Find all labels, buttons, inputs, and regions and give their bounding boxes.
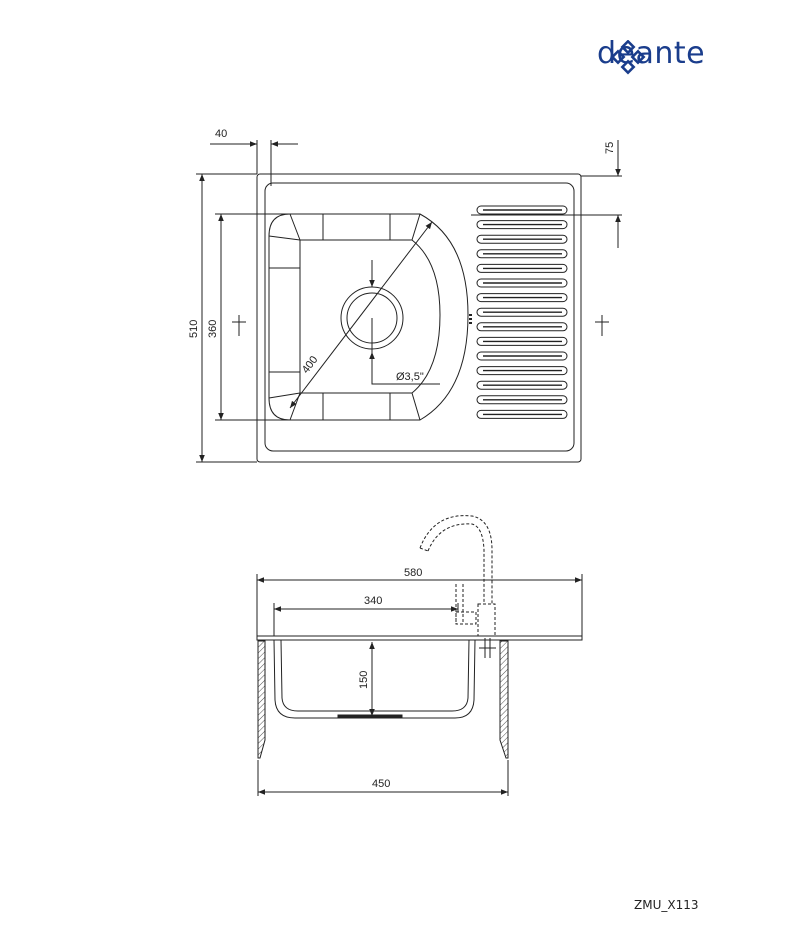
drainboard-rib	[476, 249, 568, 259]
overflow-slots	[469, 314, 472, 324]
dim-drain: Ø3,5"	[396, 371, 424, 383]
drainboard-rib	[476, 307, 568, 317]
dim-bowl-height: 150	[358, 671, 370, 689]
deante-flower-logo-icon	[610, 40, 646, 75]
drainboard-rib	[476, 366, 568, 376]
drainboard-rib	[476, 380, 568, 390]
sink-outline	[256, 173, 582, 463]
drainboard-rib	[476, 205, 568, 215]
side-view-labels: 580 340 150 450	[358, 567, 422, 790]
drainboard-rib	[476, 322, 568, 332]
dim-diagonal-line	[289, 221, 433, 409]
countertop	[256, 635, 583, 641]
top-view-labels: 40 75 510 360 400 Ø3,5"	[188, 128, 616, 383]
drainboard-rib	[476, 220, 568, 230]
drainboard-rib	[476, 336, 568, 346]
dim-left-offset: 40	[215, 128, 227, 140]
drainboard-rib	[476, 293, 568, 303]
brand-name: deante	[597, 36, 706, 71]
sink-inner-rim	[264, 182, 575, 452]
bowl-outer	[268, 213, 469, 421]
faucet-body	[477, 603, 496, 637]
top-view	[196, 140, 622, 463]
dim-bowl-depth: 360	[207, 320, 219, 338]
model-code: ZMU_X113	[634, 898, 699, 912]
drainboard-rib	[476, 234, 568, 244]
faucet-outline	[419, 515, 493, 604]
side-view	[256, 515, 583, 796]
drainboard-rib	[476, 278, 568, 288]
dim-total-depth: 510	[188, 320, 200, 338]
bowl-section	[273, 639, 476, 719]
cabinet-left	[257, 640, 266, 759]
dim-top-offset: 75	[604, 142, 616, 154]
dim-bowl-width: 340	[364, 595, 382, 607]
drainboard-rib	[476, 409, 568, 419]
drainboard-rib	[476, 395, 568, 405]
cabinet-right	[499, 640, 509, 759]
drainboard-rib	[476, 351, 568, 361]
drainboard-ribs	[476, 205, 568, 419]
dim-total-width: 580	[404, 567, 422, 579]
drainboard-rib	[476, 263, 568, 273]
dim-cabinet-width: 450	[372, 778, 390, 790]
